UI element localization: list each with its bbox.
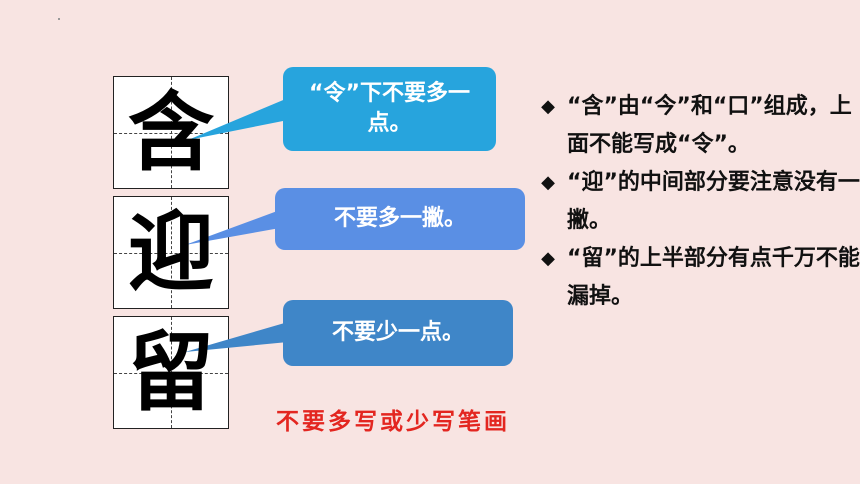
diamond-bullet-icon: ◆ [541,172,555,193]
callout-tail-2 [185,210,280,245]
rule-text-3: “留”的上半部分有点千万不能漏掉。 [567,246,860,309]
callout-bubble-1: “令”下不要多一点。 [283,67,496,151]
decorative-dot [58,18,60,20]
callout-text-3: 不要少一点。 [331,320,464,345]
writing-grid-2: 迎 [113,196,229,309]
callout-text-1: “令”下不要多一点。 [309,81,470,136]
callout-tail-3 [185,322,288,352]
callout-text-2: 不要多一撇。 [333,206,466,231]
callout-bubble-3: 不要少一点。 [283,300,513,366]
writing-grid-1: 含 [113,76,229,189]
rule-item-2: ◆ “迎”的中间部分要注意没有一撇。 [537,164,860,240]
rule-item-3: ◆ “留”的上半部分有点千万不能漏掉。 [537,240,860,316]
rule-list: ◆ “含”由“今”和“口”组成，上面不能写成“令”。 ◆ “迎”的中间部分要注意… [537,88,860,316]
rule-text-2: “迎”的中间部分要注意没有一撇。 [567,170,860,233]
character-ying: 迎 [128,201,214,303]
writing-grid-3: 留 [113,316,229,429]
footer-reminder: 不要多写或少写笔画 [276,408,510,435]
character-liu: 留 [128,321,214,423]
character-han: 含 [128,81,214,183]
callout-bubble-2: 不要多一撇。 [275,188,525,250]
rule-text-1: “含”由“今”和“口”组成，上面不能写成“令”。 [567,94,852,157]
diamond-bullet-icon: ◆ [541,248,555,269]
callout-tail-1 [188,98,288,140]
diamond-bullet-icon: ◆ [541,96,555,117]
rule-item-1: ◆ “含”由“今”和“口”组成，上面不能写成“令”。 [537,88,860,164]
